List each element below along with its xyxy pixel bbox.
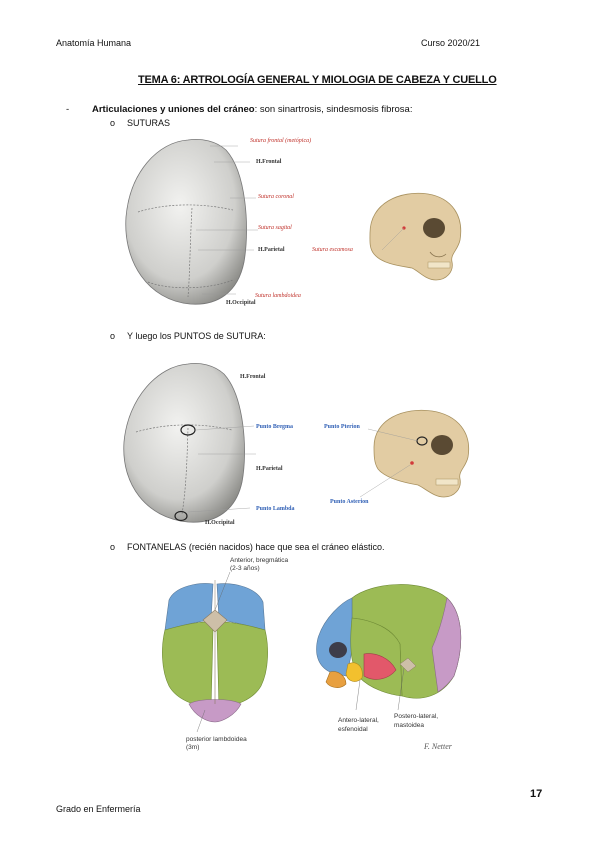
bullet-marker: o xyxy=(110,118,116,128)
label-h-parietal-2: H.Parietal xyxy=(256,466,283,472)
label-h-parietal: H.Parietal xyxy=(258,247,285,253)
label-punto-pterion: Punto Pterion xyxy=(324,424,360,430)
label-sutura-sagital: Sutura sagital xyxy=(258,225,292,231)
section-heading: Articulaciones y uniones del cráneo: son… xyxy=(92,104,412,115)
fontanelles-lateral-figure xyxy=(316,584,462,711)
section-heading-rest: : son sinartrosis, sindesmosis fibrosa: xyxy=(254,104,413,115)
section-dash: - xyxy=(66,104,70,115)
page-number: 17 xyxy=(530,788,543,800)
label-punto-asterion: Punto Asterion xyxy=(330,499,369,505)
bullet-fontanelas: FONTANELAS (recién nacidos) hace que sea… xyxy=(127,542,385,552)
label-anterior-line1: Anterior, bregmática xyxy=(230,557,289,564)
label-posterior-line2: (3m) xyxy=(186,744,200,751)
bullet-marker: o xyxy=(110,542,116,552)
label-punto-lambda: Punto Lambda xyxy=(256,506,295,512)
fontanelles-top-figure xyxy=(162,571,268,733)
label-h-frontal: H.Frontal xyxy=(256,159,282,165)
label-sutura-lambdoidea: Sutura lambdoidea xyxy=(255,293,301,299)
label-posterior-line1: posterior lambdoidea xyxy=(186,736,247,743)
skull-top-points-figure xyxy=(123,363,256,523)
label-posterolateral-line2: mastoidea xyxy=(394,722,424,729)
skull-lateral-figure xyxy=(369,192,462,281)
skull-lateral-points-figure xyxy=(359,409,470,498)
header-course-name: Anatomía Humana xyxy=(56,38,132,48)
label-anterolateral-line1: Antero-lateral, xyxy=(338,717,379,724)
bullet-marker: o xyxy=(110,331,116,341)
section-heading-bold: Articulaciones y uniones del cráneo xyxy=(92,104,255,115)
bullet-suturas: SUTURAS xyxy=(127,118,171,128)
label-h-occipital: H.Occipital xyxy=(226,300,256,306)
netter-signature: F. Netter xyxy=(424,742,452,751)
label-h-occipital-2: H.Occipital xyxy=(205,520,235,526)
header-academic-year: Curso 2020/21 xyxy=(421,38,481,48)
label-anterolateral-line2: esfenoidal xyxy=(338,726,368,733)
page-title: TEMA 6: ARTROLOGÍA GENERAL Y MIOLOGIA DE… xyxy=(138,74,497,86)
label-sutura-frontal: Sutura frontal (metópica) xyxy=(250,138,312,144)
label-sutura-coronal: Sutura coronal xyxy=(258,194,294,200)
skull-top-sutures-figure xyxy=(125,139,258,305)
label-posterolateral-line1: Postero-lateral, xyxy=(394,713,439,720)
label-punto-bregma: Punto Bregma xyxy=(256,424,294,430)
bullet-puntos: Y luego los PUNTOS de SUTURA: xyxy=(127,331,266,341)
label-h-frontal-2: H.Frontal xyxy=(240,374,266,380)
label-anterior-line2: (2-3 años) xyxy=(230,565,260,572)
label-sutura-escamosa: Sutura escamosa xyxy=(312,247,353,253)
footer-degree-name: Grado en Enfermería xyxy=(56,804,141,814)
